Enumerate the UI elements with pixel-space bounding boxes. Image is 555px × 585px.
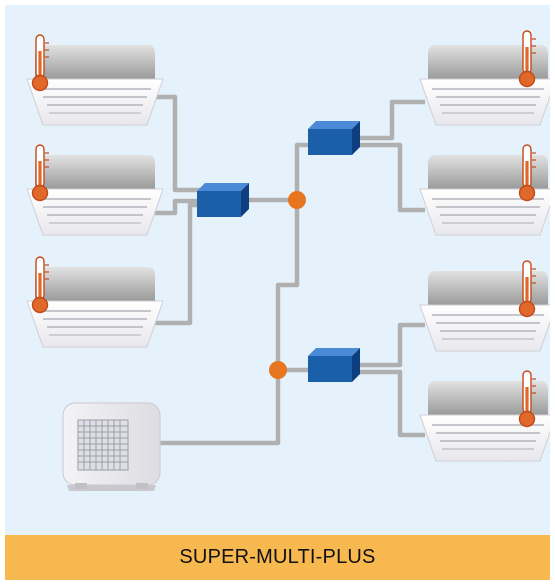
distributor-box-top <box>308 121 360 155</box>
system-figure: SUPER-MULTI-PLUS <box>5 5 550 580</box>
distributor-box-bottom <box>308 348 360 382</box>
indoor-unit-right-3 <box>419 260 550 352</box>
multi-split-diagram <box>26 30 550 491</box>
indoor-unit-right-2 <box>419 144 550 236</box>
refrigerant-pipes <box>155 94 425 446</box>
indoor-unit-left-3 <box>26 256 164 348</box>
indoor-unit-left-2 <box>26 144 164 236</box>
junction-node-lower <box>269 361 287 379</box>
junction-node-upper <box>288 191 306 209</box>
distributor-box-left <box>197 183 249 217</box>
indoor-unit-right-4 <box>419 370 550 462</box>
indoor-unit-right-1 <box>419 30 550 126</box>
diagram-area <box>5 5 550 535</box>
caption-banner: SUPER-MULTI-PLUS <box>5 535 550 580</box>
indoor-unit-left-1 <box>26 34 164 126</box>
fan-grille-icon <box>77 419 129 471</box>
outdoor-unit <box>62 402 161 491</box>
caption-text: SUPER-MULTI-PLUS <box>179 546 376 568</box>
